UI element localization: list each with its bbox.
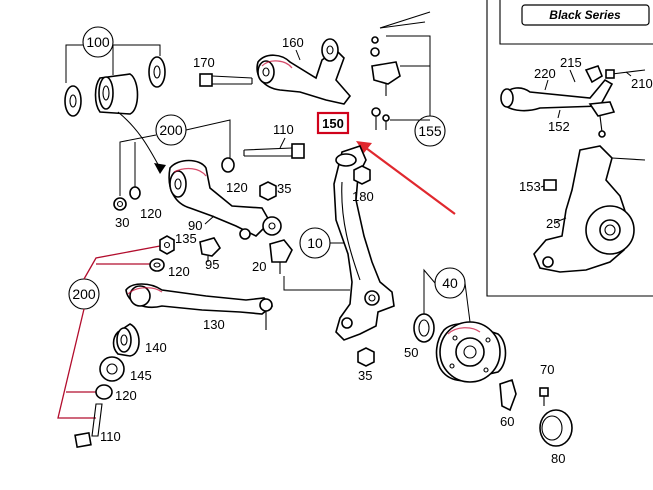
- washer-120-a: [129, 186, 141, 200]
- bolt-110-lower: [74, 403, 103, 449]
- nut-35-lower: [357, 347, 375, 367]
- callout-140: 140: [145, 340, 167, 355]
- inset-callout-152: 152: [548, 119, 570, 134]
- callout-120-c: 120: [168, 264, 190, 279]
- callout-20: 20: [252, 259, 266, 274]
- bolt-110-upper: [243, 143, 305, 159]
- callout-200-upper: 200: [159, 122, 183, 138]
- callout-200-lower: 200: [72, 286, 96, 302]
- ball-joint-20: [269, 239, 293, 274]
- callout-170: 170: [193, 55, 215, 70]
- callout-60: 60: [500, 414, 514, 429]
- callout-35-upper: 35: [277, 181, 291, 196]
- callout-130: 130: [203, 317, 225, 332]
- inset-callout-215: 215: [560, 55, 582, 70]
- bushing-set-100: [64, 44, 166, 117]
- inset-panel: Black Series 220 215 210 152: [486, 0, 653, 297]
- callout-135: 135: [175, 231, 197, 246]
- inset-steering-knuckle: [533, 145, 646, 273]
- washer-120-d: [95, 384, 113, 400]
- callout-90: 90: [188, 218, 202, 233]
- callout-145: 145: [130, 368, 152, 383]
- nut-180: [353, 165, 371, 185]
- washer-120-b: [221, 157, 235, 173]
- callout-80: 80: [551, 451, 565, 466]
- lower-control-arm-90: [168, 159, 282, 240]
- upper-ball-joint: [370, 36, 401, 130]
- callout-150: 150: [322, 116, 344, 131]
- hub-cap-80: [539, 409, 573, 447]
- highlight-arrow-head: [356, 141, 372, 153]
- inset-border: [486, 0, 653, 297]
- callout-10: 10: [307, 235, 323, 251]
- tension-strut-130: [125, 283, 274, 330]
- inset-upper-control-arm: [500, 65, 646, 138]
- callout-40: 40: [442, 275, 458, 291]
- highlight-arrow-line: [365, 147, 456, 215]
- callout-120-b: 120: [226, 180, 248, 195]
- callout-120-d: 120: [115, 388, 137, 403]
- callout-50: 50: [404, 345, 418, 360]
- ball-joint-95: [199, 237, 222, 262]
- bushing-140: [112, 323, 140, 357]
- nut-135: [159, 235, 175, 255]
- callout-155: 155: [418, 123, 442, 139]
- callout-110-lower: 110: [100, 429, 121, 444]
- wheel-hub-40: [413, 313, 507, 383]
- callout-180: 180: [352, 189, 374, 204]
- upper-control-arm-160: [256, 38, 352, 105]
- steering-knuckle-10: [333, 145, 395, 341]
- callout-30: 30: [115, 215, 129, 230]
- inset-callout-153: 153: [519, 179, 541, 194]
- callout-95: 95: [205, 257, 219, 272]
- washer-145: [99, 356, 125, 382]
- inset-callout-220: 220: [534, 66, 556, 81]
- nut-30: [113, 197, 127, 211]
- badge-box: [521, 4, 650, 26]
- inset-callout-210: 210: [631, 76, 653, 91]
- callout-70: 70: [540, 362, 554, 377]
- callout-35-lower: 35: [358, 368, 372, 383]
- badge-frame: [499, 0, 653, 45]
- callout-110-upper: 110: [273, 122, 294, 137]
- badge-label: Black Series: [549, 8, 621, 22]
- callout-160: 160: [282, 35, 304, 50]
- callout-circle-100: [82, 26, 114, 58]
- washer-120-c: [149, 258, 165, 272]
- callout-120-a: 120: [140, 206, 162, 221]
- abs-sensor-60: [499, 378, 517, 412]
- arrow-head: [154, 163, 166, 174]
- nut-35-upper: [259, 181, 277, 201]
- highlight-box-150: [316, 111, 350, 135]
- inset-callout-25: 25: [546, 216, 560, 231]
- callout-100: 100: [86, 34, 110, 50]
- bolt-170: [199, 73, 253, 87]
- bolt-70: [539, 387, 549, 406]
